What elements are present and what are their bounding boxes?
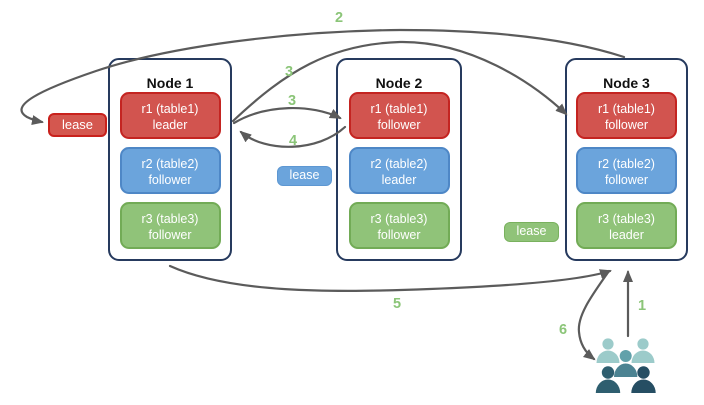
replica-name: r2 (table2) — [141, 157, 199, 171]
replica-name: r3 (table3) — [370, 212, 428, 226]
step-label-4: 4 — [288, 133, 298, 149]
step-label-1: 1 — [637, 298, 647, 314]
node-3-box: Node 3 r1 (table1) follower r2 (table2) … — [565, 58, 688, 261]
replica-name: r3 (table3) — [141, 212, 199, 226]
node1-replica-r2: r2 (table2) follower — [119, 147, 221, 194]
node2-replica-r2: r2 (table2) leader — [348, 147, 450, 194]
step-label-5: 5 — [392, 296, 402, 312]
replica-role: follower — [148, 173, 192, 187]
arrow-step-3-to-node2 — [232, 106, 342, 125]
arrow-step-5 — [168, 264, 612, 293]
node1-replica-r3: r3 (table3) follower — [119, 202, 221, 249]
node1-replica-r1: r1 (table1) leader — [119, 92, 221, 139]
node2-replica-r3: r3 (table3) follower — [348, 202, 450, 249]
replica-role: leader — [609, 228, 644, 242]
users-icon — [595, 338, 656, 393]
lease-badge-r1: lease — [48, 113, 107, 137]
replica-role: follower — [604, 118, 649, 132]
step-label-3b: 3 — [287, 93, 297, 109]
replica-role: follower — [377, 228, 421, 242]
replica-role: follower — [604, 173, 649, 187]
step-label-3a: 3 — [284, 64, 294, 80]
replica-name: r1 (table1) — [370, 102, 428, 116]
node3-replica-r2: r2 (table2) follower — [576, 147, 677, 194]
node3-replica-r1: r1 (table1) follower — [576, 92, 677, 139]
step-label-6: 6 — [558, 322, 568, 338]
node-2-box: Node 2 r1 (table1) follower r2 (table2) … — [336, 58, 462, 261]
node-1-box: Node 1 r1 (table1) leader r2 (table2) fo… — [108, 58, 232, 261]
node3-replica-r3: r3 (table3) leader — [576, 202, 677, 249]
replica-role: follower — [377, 118, 421, 132]
replica-name: r3 (table3) — [598, 212, 655, 226]
replica-role: leader — [381, 173, 417, 187]
replica-name: r2 (table2) — [598, 157, 655, 171]
replica-role: follower — [148, 228, 192, 242]
replica-name: r1 (table1) — [598, 102, 655, 116]
node-3-title: Node 3 — [603, 75, 650, 91]
step-label-2: 2 — [334, 10, 344, 26]
replica-role: leader — [152, 118, 188, 132]
lease-badge-r2: lease — [277, 166, 332, 186]
arrow-step-6 — [577, 269, 611, 361]
node2-replica-r1: r1 (table1) follower — [348, 92, 450, 139]
node-1-title: Node 1 — [146, 75, 194, 91]
node-2-title: Node 2 — [375, 75, 423, 91]
replica-name: r2 (table2) — [370, 157, 428, 171]
replica-name: r1 (table1) — [141, 102, 199, 116]
lease-badge-r3: lease — [504, 222, 559, 242]
